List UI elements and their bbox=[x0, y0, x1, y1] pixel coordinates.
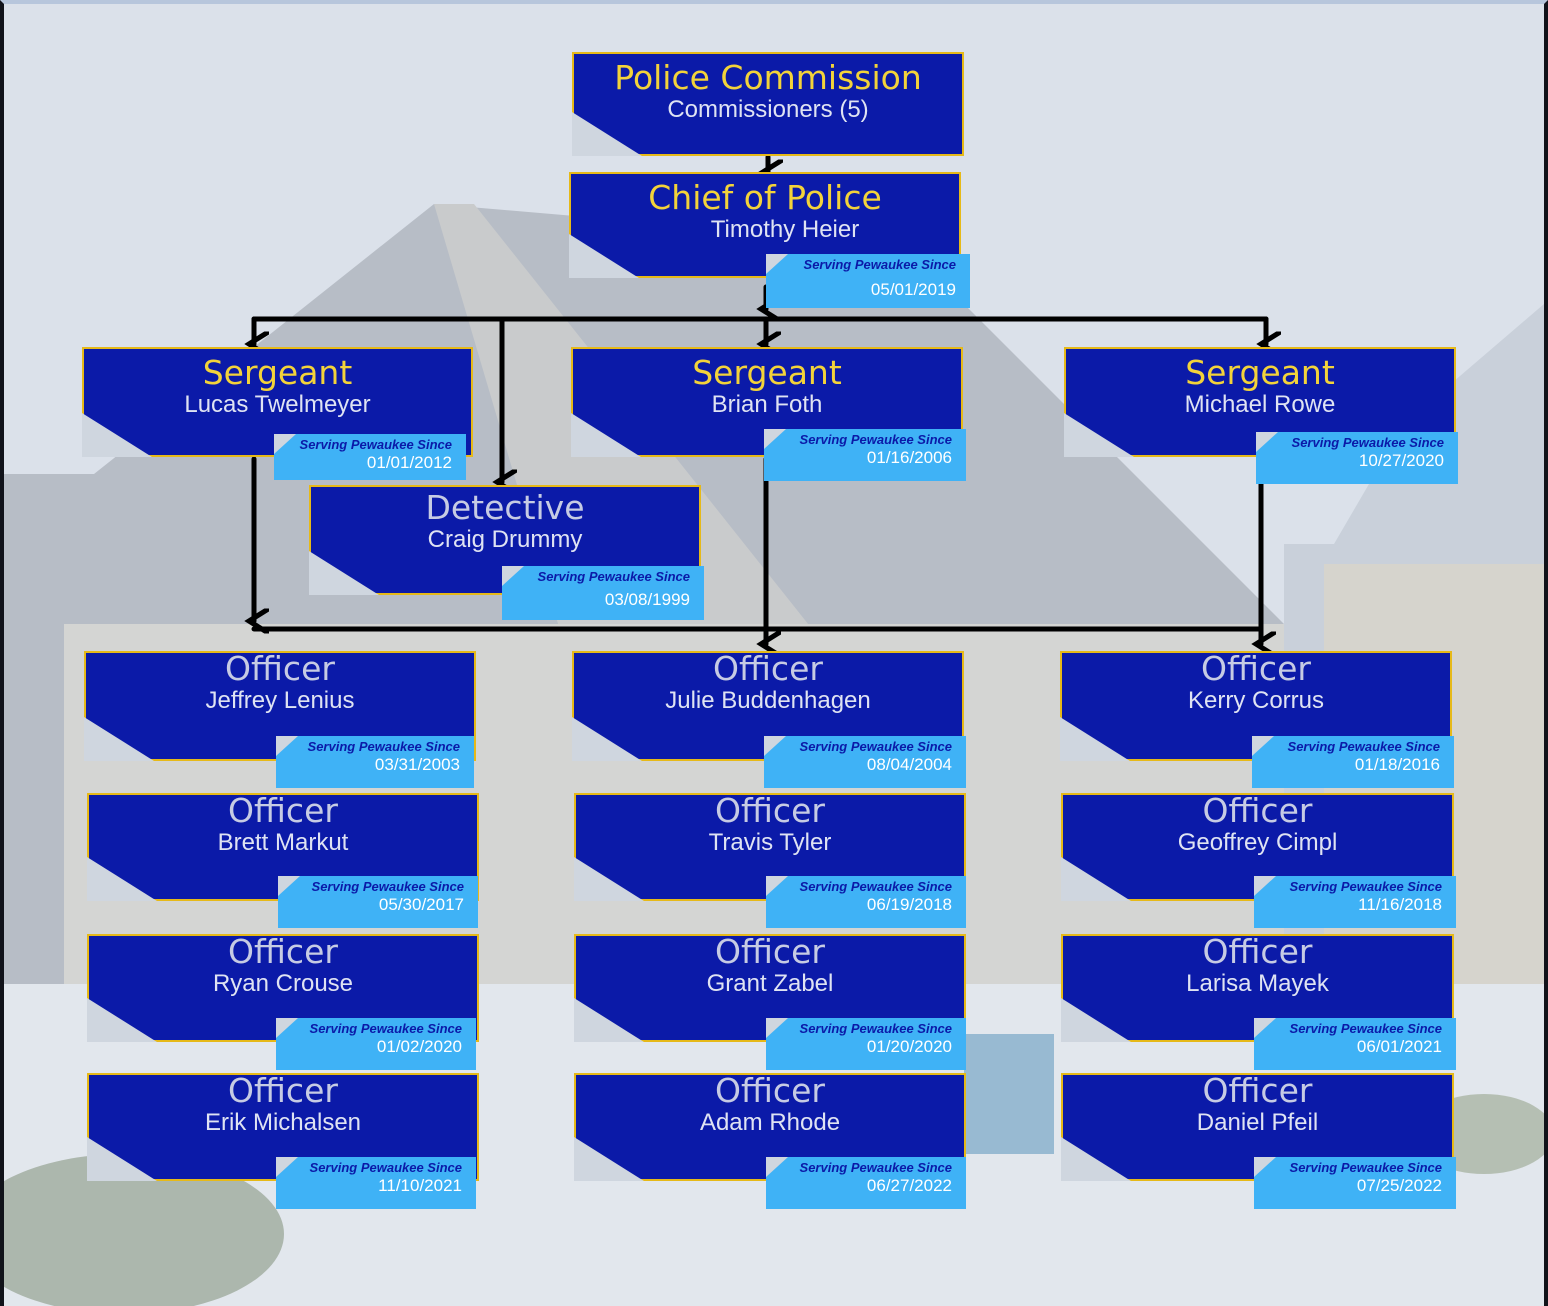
since-date: 03/08/1999 bbox=[604, 590, 690, 609]
sergeant-3-since-badge: Serving Pewaukee Since 10/27/2020 bbox=[1256, 432, 1458, 484]
officer-name: Adam Rhode bbox=[699, 1109, 841, 1136]
officer-name: Travis Tyler bbox=[708, 829, 832, 856]
officer-since-badge: Serving Pewaukee Since 11/16/2018 bbox=[1254, 876, 1456, 928]
since-label: Serving Pewaukee Since bbox=[799, 879, 952, 894]
since-label: Serving Pewaukee Since bbox=[803, 257, 956, 272]
since-label: Serving Pewaukee Since bbox=[1291, 435, 1444, 450]
since-date: 06/27/2022 bbox=[866, 1176, 952, 1195]
sergeant-title: Sergeant bbox=[692, 353, 842, 392]
officer-since-badge: Serving Pewaukee Since 01/18/2016 bbox=[1252, 736, 1454, 788]
officer-box: Officer Adam Rhode bbox=[574, 1073, 966, 1181]
officer-name: Kerry Corrus bbox=[1187, 687, 1325, 714]
since-date: 01/20/2020 bbox=[866, 1037, 952, 1056]
officer-title: Officer bbox=[1201, 649, 1311, 688]
chief-box: Chief of Police Timothy Heier bbox=[569, 172, 961, 278]
since-date: 05/01/2019 bbox=[870, 280, 956, 299]
since-date: 05/30/2017 bbox=[378, 895, 464, 914]
officer-since-badge: Serving Pewaukee Since 06/27/2022 bbox=[766, 1157, 966, 1209]
officer-title: Officer bbox=[1202, 791, 1313, 830]
since-label: Serving Pewaukee Since bbox=[1289, 1160, 1442, 1175]
sergeant-1-since-badge: Serving Pewaukee Since 01/01/2012 bbox=[274, 434, 466, 480]
officer-title: Officer bbox=[1202, 932, 1313, 971]
since-label: Serving Pewaukee Since bbox=[799, 739, 952, 754]
officer-since-badge: Serving Pewaukee Since 06/01/2021 bbox=[1254, 1018, 1456, 1070]
since-label: Serving Pewaukee Since bbox=[799, 1021, 952, 1036]
officer-since-badge: Serving Pewaukee Since 08/04/2004 bbox=[764, 736, 966, 788]
since-label: Serving Pewaukee Since bbox=[1289, 1021, 1442, 1036]
officer-title: Officer bbox=[225, 649, 335, 688]
since-date: 10/27/2020 bbox=[1358, 451, 1444, 470]
detective-name: Craig Drummy bbox=[427, 526, 583, 553]
officer-title: Officer bbox=[713, 649, 823, 688]
officer-title: Officer bbox=[228, 791, 338, 830]
since-label: Serving Pewaukee Since bbox=[311, 879, 464, 894]
since-date: 07/25/2022 bbox=[1356, 1176, 1442, 1195]
since-label: Serving Pewaukee Since bbox=[799, 1160, 952, 1175]
since-date: 01/18/2016 bbox=[1354, 755, 1440, 774]
sergeant-name: Lucas Twelmeyer bbox=[184, 391, 371, 418]
chief-name: Timothy Heier bbox=[710, 216, 860, 243]
officer-since-badge: Serving Pewaukee Since 11/10/2021 bbox=[276, 1157, 476, 1209]
since-date: 06/01/2021 bbox=[1356, 1037, 1442, 1056]
officer-name: Larisa Mayek bbox=[1186, 970, 1329, 997]
sergeant-name: Michael Rowe bbox=[1184, 391, 1336, 418]
since-label: Serving Pewaukee Since bbox=[309, 1021, 462, 1036]
officer-title: Officer bbox=[715, 1071, 825, 1110]
officer-title: Officer bbox=[715, 791, 825, 830]
chief-since-badge: Serving Pewaukee Since 05/01/2019 bbox=[766, 254, 970, 308]
officer-since-badge: Serving Pewaukee Since 05/30/2017 bbox=[278, 876, 478, 928]
since-date: 11/16/2018 bbox=[1358, 895, 1442, 914]
since-label: Serving Pewaukee Since bbox=[1289, 879, 1442, 894]
since-label: Serving Pewaukee Since bbox=[537, 569, 690, 584]
connector-lines bbox=[4, 154, 1544, 1306]
since-label: Serving Pewaukee Since bbox=[799, 432, 952, 447]
since-label: Serving Pewaukee Since bbox=[307, 739, 460, 754]
since-label: Serving Pewaukee Since bbox=[309, 1160, 462, 1175]
since-label: Serving Pewaukee Since bbox=[1287, 739, 1440, 754]
officer-name: Geoffrey Cimpl bbox=[1177, 829, 1338, 856]
sergeant-title: Sergeant bbox=[202, 353, 353, 392]
officer-name: Ryan Crouse bbox=[212, 970, 354, 997]
since-date: 08/04/2004 bbox=[866, 755, 952, 774]
officer-name: Daniel Pfeil bbox=[1196, 1109, 1319, 1136]
officer-name: Erik Michalsen bbox=[204, 1109, 362, 1136]
sergeant-title: Sergeant bbox=[1185, 353, 1335, 392]
commission-box: Police Commission Commissioners (5) bbox=[572, 52, 964, 156]
officer-name: Julie Buddenhagen bbox=[665, 687, 871, 714]
since-date: 06/19/2018 bbox=[866, 895, 952, 914]
officer-name: Jeffrey Lenius bbox=[205, 687, 355, 714]
since-label: Serving Pewaukee Since bbox=[299, 437, 452, 452]
officer-name: Brett Markut bbox=[217, 829, 349, 856]
officer-since-badge: Serving Pewaukee Since 06/19/2018 bbox=[766, 876, 966, 928]
officer-since-badge: Serving Pewaukee Since 01/02/2020 bbox=[276, 1018, 476, 1070]
officer-since-badge: Serving Pewaukee Since 03/31/2003 bbox=[276, 736, 474, 788]
officer-since-badge: Serving Pewaukee Since 07/25/2022 bbox=[1254, 1157, 1456, 1209]
officer-title: Officer bbox=[1202, 1071, 1313, 1110]
officer-name: Grant Zabel bbox=[706, 970, 834, 997]
since-date: 01/02/2020 bbox=[376, 1037, 462, 1056]
commission-title: Police Commission bbox=[614, 58, 922, 97]
since-date: 03/31/2003 bbox=[374, 755, 460, 774]
detective-since-badge: Serving Pewaukee Since 03/08/1999 bbox=[502, 566, 704, 620]
chief-title: Chief of Police bbox=[648, 178, 882, 217]
officer-box: Officer Geoffrey Cimpl bbox=[1061, 793, 1454, 901]
sergeant-2-since-badge: Serving Pewaukee Since 01/16/2006 bbox=[764, 429, 966, 481]
sergeant-name: Brian Foth bbox=[711, 391, 823, 418]
officer-title: Officer bbox=[228, 932, 338, 971]
since-date: 01/16/2006 bbox=[866, 448, 952, 467]
since-date: 01/01/2012 bbox=[366, 453, 452, 472]
detective-title: Detective bbox=[425, 488, 585, 527]
officer-since-badge: Serving Pewaukee Since 01/20/2020 bbox=[766, 1018, 966, 1070]
officer-title: Officer bbox=[715, 932, 825, 971]
officer-title: Officer bbox=[228, 1071, 338, 1110]
since-date: 11/10/2021 bbox=[378, 1176, 462, 1195]
commission-subtitle: Commissioners (5) bbox=[667, 96, 869, 123]
